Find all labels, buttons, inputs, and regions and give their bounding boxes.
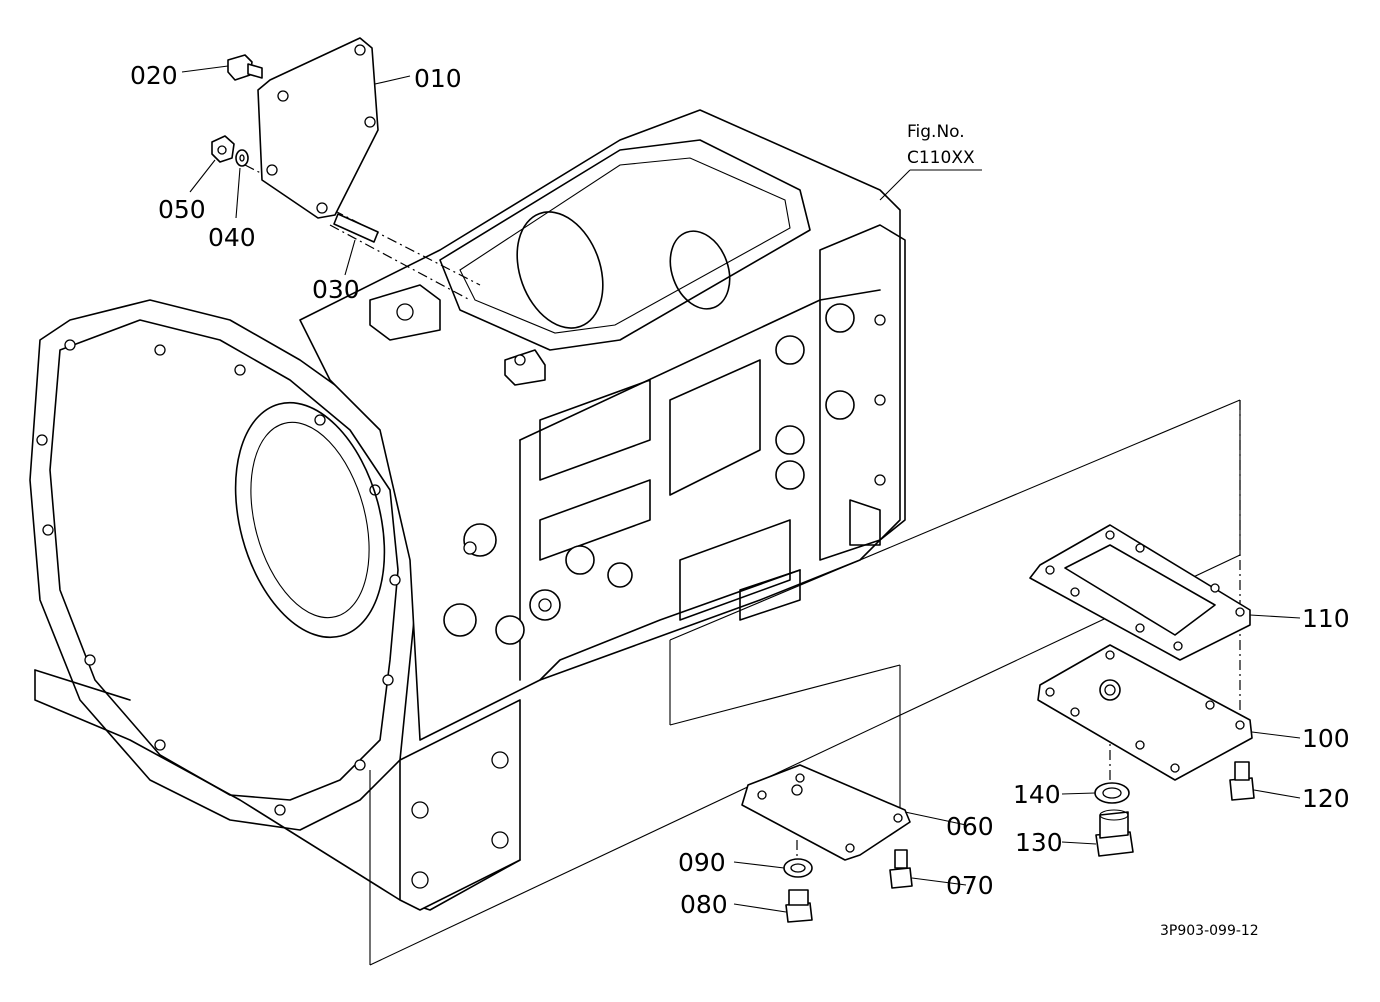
label-part-060: 060 (946, 812, 994, 841)
leader-lines (181, 65, 1301, 913)
label-part-070: 070 (946, 871, 994, 900)
fig-no-value: C110XX (907, 148, 975, 168)
label-part-020: 020 (130, 61, 178, 90)
label-part-040: 040 (208, 223, 256, 252)
part-090-washer[interactable] (783, 858, 813, 878)
transmission-case (29, 109, 906, 911)
part-110-gasket[interactable] (1029, 524, 1251, 661)
part-100-cover-plate[interactable] (1037, 644, 1253, 781)
part-060-side-cover[interactable] (741, 764, 911, 861)
part-030-stud[interactable] (333, 213, 379, 243)
fig-no-label: Fig.No. (907, 122, 965, 142)
part-010-top-cover[interactable] (257, 37, 379, 219)
label-part-140: 140 (1013, 780, 1061, 809)
label-part-050: 050 (158, 195, 206, 224)
label-part-100: 100 (1302, 724, 1350, 753)
part-050-nut[interactable] (211, 135, 235, 163)
label-part-130: 130 (1015, 828, 1063, 857)
label-part-080: 080 (680, 890, 728, 919)
part-080-plug[interactable] (785, 889, 813, 923)
part-140-washer[interactable] (1094, 782, 1130, 804)
part-120-bolt[interactable] (1229, 761, 1255, 801)
label-part-110: 110 (1302, 604, 1350, 633)
part-040-washer[interactable] (235, 149, 249, 167)
drawing-number: 3P903-099-12 (1160, 923, 1259, 939)
label-part-030: 030 (312, 275, 360, 304)
part-020-bolt[interactable] (227, 54, 263, 81)
label-part-120: 120 (1302, 784, 1350, 813)
label-part-090: 090 (678, 848, 726, 877)
part-130-drain-plug[interactable] (1095, 809, 1134, 857)
part-labels: 020 010 050 040 030 110 100 140 120 060 … (130, 61, 1350, 919)
label-part-010: 010 (414, 64, 462, 93)
part-070-bolt[interactable] (889, 849, 913, 889)
